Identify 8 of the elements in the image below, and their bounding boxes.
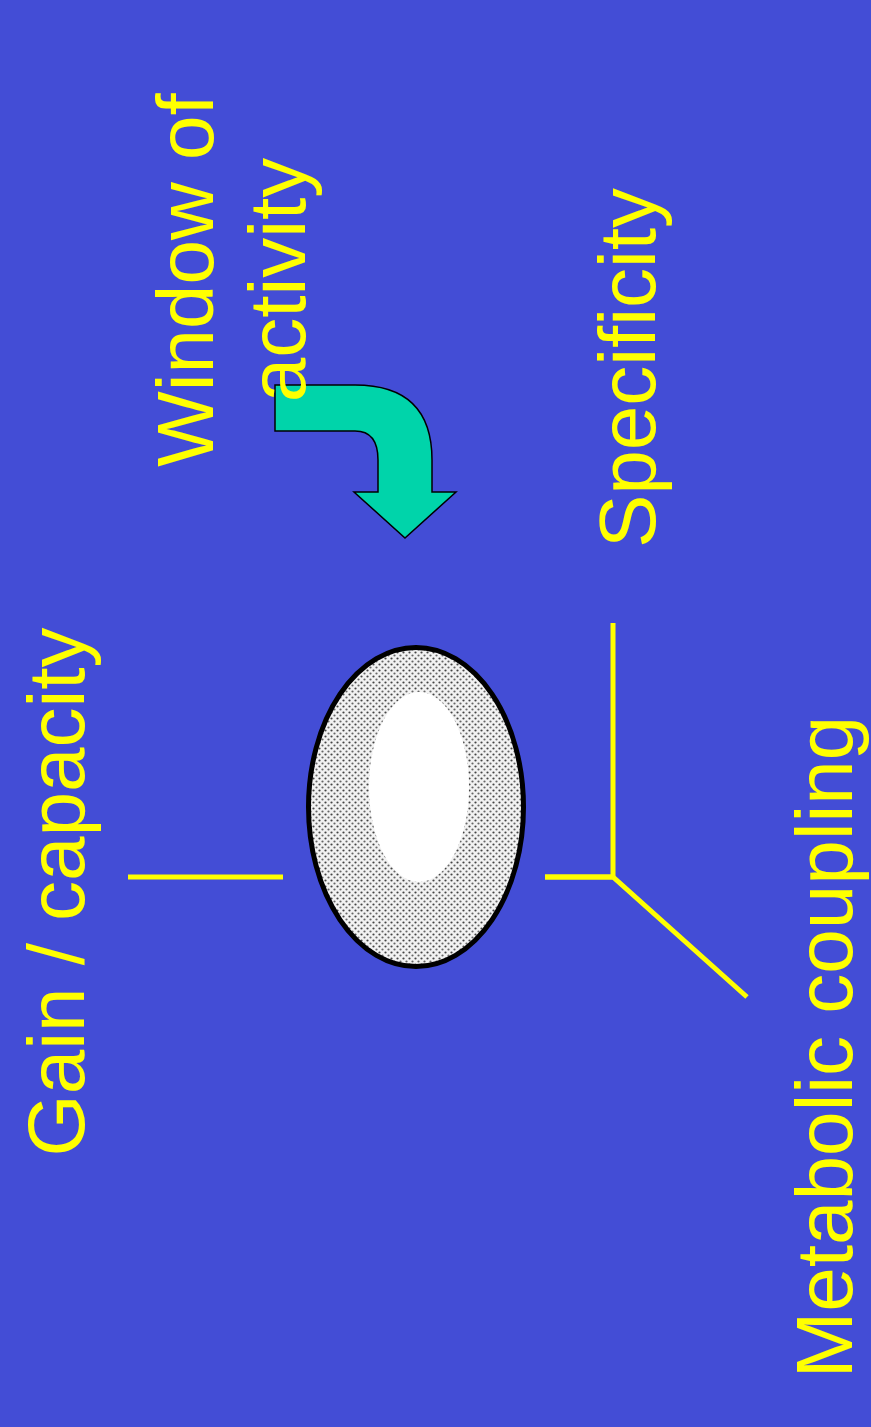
stippled-ring-drawing — [306, 645, 526, 969]
rotated-label: Gain / capacity — [11, 572, 103, 1212]
rotated-label: Metabolic coupling — [779, 667, 871, 1427]
rotated-label: Window of activity — [140, 0, 324, 560]
leader-line — [128, 874, 283, 880]
rotated-label: Specificity — [582, 133, 674, 603]
leader-line — [545, 874, 749, 999]
curved-block-arrow — [274, 384, 457, 539]
